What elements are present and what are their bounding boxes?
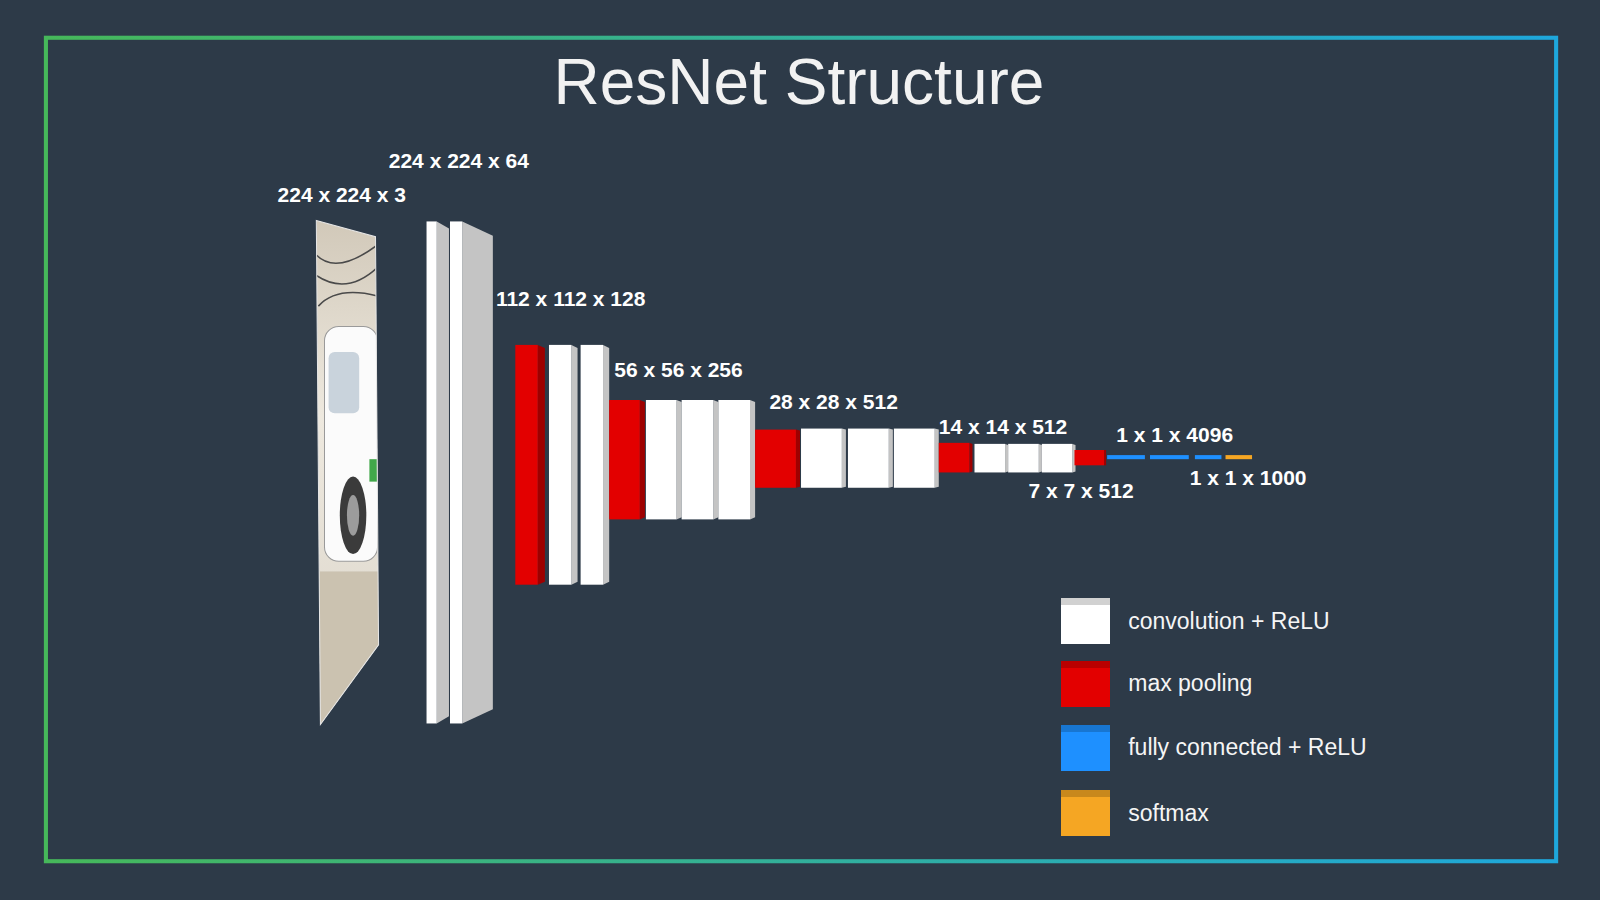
block-front xyxy=(515,345,537,585)
conv-block xyxy=(801,429,846,488)
block-side xyxy=(935,429,939,488)
block-side xyxy=(1005,444,1008,473)
block-front xyxy=(801,429,842,488)
block-front xyxy=(1107,455,1145,459)
block-side xyxy=(462,221,493,723)
conv-block xyxy=(682,400,719,519)
block-side xyxy=(750,400,755,519)
conv-block xyxy=(581,345,610,585)
dimension-label: 14 x 14 x 512 xyxy=(939,415,1067,438)
frame-border xyxy=(46,38,1556,861)
legend-swatch xyxy=(1061,790,1110,836)
block-front xyxy=(581,345,603,585)
legend-text: fully connected + ReLU xyxy=(1128,735,1366,760)
fc-bar xyxy=(1195,455,1222,459)
block-front xyxy=(1226,455,1253,459)
block-side xyxy=(1104,450,1106,465)
dimension-label: 112 x 112 x 128 xyxy=(496,287,646,310)
legend-text: max pooling xyxy=(1128,671,1252,696)
block-side xyxy=(842,429,846,488)
dimension-label: 7 x 7 x 512 xyxy=(1029,479,1134,502)
conv-block xyxy=(848,429,893,488)
block-side xyxy=(640,400,645,519)
legend-item: fully connected + ReLU xyxy=(1061,725,1366,771)
dimension-label: 1 x 1 x 4096 xyxy=(1116,423,1233,446)
fc-bar xyxy=(1150,455,1189,459)
conv-block xyxy=(974,444,1008,473)
legend-item: softmax xyxy=(1061,790,1209,836)
legend-swatch xyxy=(1061,598,1110,644)
block-side xyxy=(1039,444,1042,473)
dimension-label: 1 x 1 x 1000 xyxy=(1190,466,1307,489)
block-front xyxy=(1074,450,1104,465)
block-front xyxy=(1008,444,1039,473)
block-front xyxy=(974,444,1005,473)
conv-block xyxy=(549,345,578,585)
conv-block xyxy=(894,429,939,488)
block-front xyxy=(549,345,571,585)
block-front xyxy=(682,400,714,519)
input-image xyxy=(306,204,388,735)
conv-block xyxy=(646,400,682,519)
block-front xyxy=(1195,455,1222,459)
block-front xyxy=(609,400,640,519)
conv-block xyxy=(1008,444,1042,473)
dimension-label: 224 x 224 x 64 xyxy=(389,150,529,173)
block-front xyxy=(755,430,796,488)
block-front xyxy=(939,443,970,473)
block-side xyxy=(538,345,545,585)
conv-block xyxy=(427,221,449,723)
pooling-block xyxy=(939,443,973,473)
swatch-top xyxy=(1061,725,1110,732)
conv-block xyxy=(1042,444,1076,473)
fc-bar xyxy=(1107,455,1145,459)
block-side xyxy=(796,430,800,488)
pooling-block xyxy=(755,430,800,488)
legend-item: convolution + ReLU xyxy=(1061,598,1329,644)
legend-swatch xyxy=(1061,661,1110,707)
pooling-block xyxy=(515,345,545,585)
block-front xyxy=(894,429,935,488)
conv-block xyxy=(718,400,755,519)
softmax-bar xyxy=(1226,455,1253,459)
block-front xyxy=(718,400,750,519)
block-side xyxy=(677,400,682,519)
swatch-top xyxy=(1061,661,1110,668)
block-front xyxy=(427,221,437,723)
dimension-label: 56 x 56 x 256 xyxy=(614,359,742,382)
block-side xyxy=(603,345,609,585)
block-side xyxy=(437,221,449,723)
legend-swatch xyxy=(1061,725,1110,771)
swatch-top xyxy=(1061,790,1110,797)
legend-text: convolution + ReLU xyxy=(1128,609,1329,634)
block-front xyxy=(646,400,677,519)
block-front xyxy=(450,221,462,723)
pooling-block xyxy=(1074,450,1106,465)
block-front xyxy=(1042,444,1073,473)
legend-text: softmax xyxy=(1128,801,1209,826)
block-side xyxy=(713,400,718,519)
layer-blocks xyxy=(427,221,1253,723)
pooling-block xyxy=(609,400,645,519)
block-side xyxy=(571,345,577,585)
swatch-top xyxy=(1061,598,1110,605)
dimension-label: 224 x 224 x 3 xyxy=(278,183,406,206)
block-side xyxy=(969,443,972,473)
conv-block xyxy=(450,221,493,723)
block-front xyxy=(848,429,889,488)
legend-item: max pooling xyxy=(1061,661,1252,707)
title: ResNet Structure xyxy=(554,46,1045,116)
block-front xyxy=(1150,455,1189,459)
dimension-label: 28 x 28 x 512 xyxy=(769,390,897,413)
block-side xyxy=(889,429,893,488)
